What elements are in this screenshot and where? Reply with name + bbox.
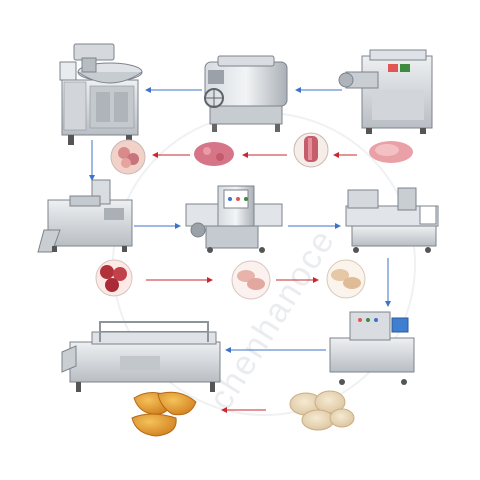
pre-dusting-machine	[329, 311, 415, 385]
flow-arrows	[89, 87, 391, 413]
formed-patties	[95, 259, 133, 297]
crumb-coated-patties	[289, 390, 355, 431]
patty-forming-machine	[37, 179, 133, 253]
raw-meat-slab	[369, 141, 413, 163]
minced-meat-chopped	[110, 139, 146, 175]
battered-patties	[231, 260, 271, 300]
meat-grinder-machine	[338, 49, 433, 134]
grinder-output-meat	[293, 132, 329, 168]
breading-machine	[345, 187, 439, 253]
breaded-patties	[326, 259, 366, 299]
ground-meat	[194, 142, 234, 166]
vacuum-meat-mixer	[204, 55, 288, 132]
fried-nuggets	[131, 391, 197, 437]
batter-coating-machine	[185, 185, 283, 253]
bowl-cutter-machine	[59, 43, 143, 145]
continuous-fryer	[61, 321, 221, 392]
